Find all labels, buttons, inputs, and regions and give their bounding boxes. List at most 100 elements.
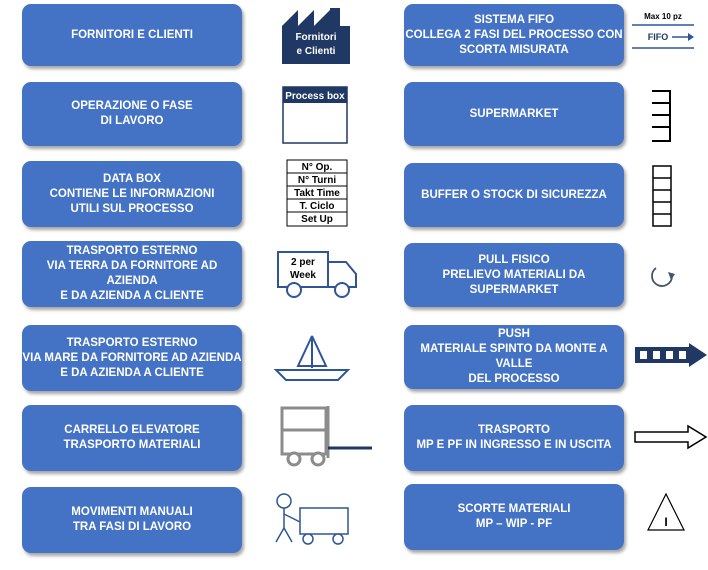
legend-box-trasporto: TRASPORTO MP E PF IN INGRESSO E IN USCIT…: [404, 405, 624, 471]
pull-arrow-icon: [651, 267, 675, 287]
inventory-label: I: [664, 515, 667, 529]
box-line: CARRELLO ELEVATORE: [64, 424, 200, 436]
box-line: E DA AZIENDA A CLIENTE: [60, 290, 204, 302]
data-box-row: Takt Time: [294, 188, 340, 199]
box-line: CONTIENE LE INFORMAZIONI: [49, 187, 215, 200]
legend-box-push: PUSH MATERIALE SPINTO DA MONTE A VALLE D…: [404, 325, 624, 389]
box-line: SCORTA MISURATA: [459, 43, 569, 56]
push-arrow-stripe: [679, 351, 686, 359]
box-line: UTILI SUL PROCESSO: [70, 202, 194, 215]
truck-cab: [327, 261, 357, 288]
person-head: [276, 493, 292, 509]
box-line: TRASPORTO ESTERNO: [66, 245, 198, 257]
inventory-triangle-icon: I: [647, 492, 685, 531]
box-line: FORNITORI E CLIENTI: [71, 28, 193, 41]
factory-label-line: Fornitori: [295, 32, 336, 43]
manual-cart-icon: [275, 493, 349, 545]
push-arrow-stripe: [640, 351, 647, 359]
legend-box-supermarket: SUPERMARKET: [404, 82, 624, 146]
factory-label-line: e Clienti: [297, 46, 336, 57]
truck-icon: 2 per Week: [277, 251, 357, 298]
legend-box-scorte: SCORTE MATERIALI MP – WIP - PF: [404, 484, 624, 550]
process-box-label: Process box: [285, 91, 345, 102]
data-box-frame: [286, 159, 348, 227]
legend-box-movimenti: MOVIMENTI MANUALI TRA FASI DI LAVORO: [22, 487, 242, 553]
process-box-header: [283, 87, 347, 103]
legend-box-fifo: SISTEMA FIFO COLLEGA 2 FASI DEL PROCESSO…: [404, 4, 624, 66]
box-line: SUPERMARKET: [469, 107, 559, 120]
box-line: TRASPORTO: [478, 424, 550, 436]
fifo-label: FIFO: [648, 32, 669, 42]
cart-body: [299, 507, 349, 535]
legend-box-buffer: BUFFER O STOCK DI SICUREZZA: [404, 163, 624, 227]
box-line: MP – WIP - PF: [475, 518, 553, 530]
ship-sail: [311, 335, 328, 367]
box-line: BUFFER O STOCK DI SICUREZZA: [421, 188, 607, 201]
ship-hull: [274, 369, 350, 381]
truck-wheel: [334, 282, 350, 298]
legend-box-carrello: CARRELLO ELEVATORE TRASPORTO MATERIALI: [22, 405, 242, 471]
push-arrow-head: [689, 343, 707, 367]
person-leg: [275, 527, 285, 543]
pull-arrow-arc: [651, 267, 673, 287]
fifo-lane-icon: Max 10 pz FIFO: [632, 12, 694, 49]
box-line: MOVIMENTI MANUALI: [71, 506, 193, 518]
truck-label-line: 2 per: [291, 257, 315, 268]
cart-wheel: [332, 533, 344, 545]
data-box-row: N° Op.: [302, 162, 333, 173]
transport-arrow-icon: [634, 424, 708, 450]
fifo-arrow-head: [688, 33, 694, 41]
box-line: E DA AZIENDA A CLIENTE: [60, 366, 204, 379]
process-box-icon: Process box: [282, 86, 348, 144]
box-line: COLLEGA 2 FASI DEL PROCESSO CON: [405, 28, 623, 41]
legend-box-trasporto-terra: TRASPORTO ESTERNO VIA TERRA DA FORNITORE…: [22, 241, 242, 307]
truck-label-line: Week: [290, 270, 316, 281]
person-leg: [283, 527, 293, 543]
inventory-triangle: [647, 492, 685, 531]
box-line: VIA MARE DA FORNITORE AD AZIENDA: [22, 351, 242, 364]
data-box-row: N° Turni: [298, 175, 336, 186]
forklift-wheel: [310, 451, 326, 467]
factory-shape: [282, 8, 350, 64]
truck-cargo: [277, 251, 329, 288]
push-arrow-body: [635, 347, 689, 363]
data-box-icon: N° Op. N° Turni Takt Time T. Ciclo Set U…: [286, 159, 348, 227]
data-box-row: Set Up: [301, 214, 333, 225]
box-line: PRELIEVO MATERIALI DA SUPERMARKET: [442, 268, 586, 296]
legend-box-pull: PULL FISICO PRELIEVO MATERIALI DA SUPERM…: [404, 243, 624, 307]
forklift-icon: [280, 406, 372, 467]
transport-arrow-shape: [634, 424, 708, 450]
box-line: PULL FISICO: [478, 253, 550, 266]
box-line: MATERIALE SPINTO DA MONTE A VALLE: [420, 343, 608, 370]
supermarket-icon: [652, 90, 671, 142]
buffer-stock-icon: [652, 165, 672, 227]
box-line: TRASPORTO MATERIALI: [63, 439, 201, 451]
fifo-max-label: Max 10 pz: [644, 12, 682, 21]
box-line: SISTEMA FIFO: [473, 13, 555, 26]
legend-box-trasporto-mare: TRASPORTO ESTERNO VIA MARE DA FORNITORE …: [22, 325, 242, 391]
box-line: PUSH: [498, 328, 530, 340]
factory-icon: Fornitori e Clienti: [282, 8, 350, 64]
push-arrow-stripe: [666, 351, 673, 359]
legend-box-operazione: OPERAZIONE O FASE DI LAVORO: [22, 82, 242, 146]
forklift-wheel: [286, 451, 302, 467]
box-line: DATA BOX: [103, 172, 161, 185]
box-line: OPERAZIONE O FASE: [71, 100, 193, 112]
ship-sail: [296, 335, 313, 367]
pull-arrow-head: [668, 272, 675, 280]
box-line: MP E PF IN INGRESSO E IN USCITA: [416, 439, 612, 451]
legend-box-fornitori-clienti: FORNITORI E CLIENTI: [22, 4, 242, 66]
data-box-row: T. Ciclo: [299, 201, 334, 212]
buffer-frame: [652, 165, 672, 227]
push-arrow-icon: [635, 343, 707, 367]
box-line: DI LAVORO: [100, 115, 164, 127]
legend-box-data-box: DATA BOX CONTIENE LE INFORMAZIONI UTILI …: [22, 161, 242, 227]
truck-wheel: [286, 282, 302, 298]
person-arm: [283, 513, 301, 523]
push-arrow-stripe: [653, 351, 660, 359]
box-line: SCORTE MATERIALI: [457, 503, 571, 515]
box-line: TRASPORTO ESTERNO: [66, 336, 198, 349]
cart-wheel: [302, 533, 314, 545]
box-line: VIA TERRA DA FORNITORE AD AZIENDA: [46, 260, 218, 287]
box-line: DEL PROCESSO: [468, 373, 560, 385]
